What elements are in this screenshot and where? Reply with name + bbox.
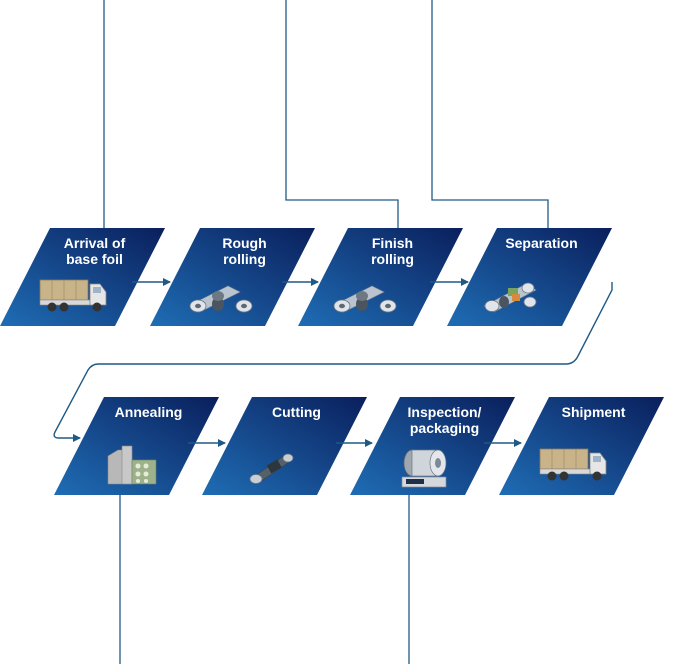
step-label: Annealing [115,404,183,420]
step-label: base foil [66,251,123,267]
connector-line [431,0,549,230]
process-step: Shipment [499,397,664,495]
process-step: Inspection/packaging [350,397,515,495]
process-step: Separation [447,228,612,326]
process-step: Annealing [54,397,219,495]
step-label: Finish [372,235,413,251]
connector-line [285,0,399,230]
step-parallelogram [202,397,367,495]
row-transition-arrow [53,282,613,442]
inspection-scale-icon [401,449,447,488]
step-label: Rough [222,235,266,251]
step-label: Separation [505,235,577,251]
process-step: Cutting [202,397,367,495]
step-label: Shipment [562,404,626,420]
step-parallelogram [350,397,515,495]
step-parallelogram [150,228,315,326]
step-label: Cutting [272,404,321,420]
step-label: rolling [371,251,414,267]
flow-arrows [132,278,522,447]
step-label: Arrival of [64,235,126,251]
step-label: packaging [410,420,479,436]
step-label: rolling [223,251,266,267]
step-parallelogram [54,397,219,495]
step-label: Inspection/ [408,404,482,420]
